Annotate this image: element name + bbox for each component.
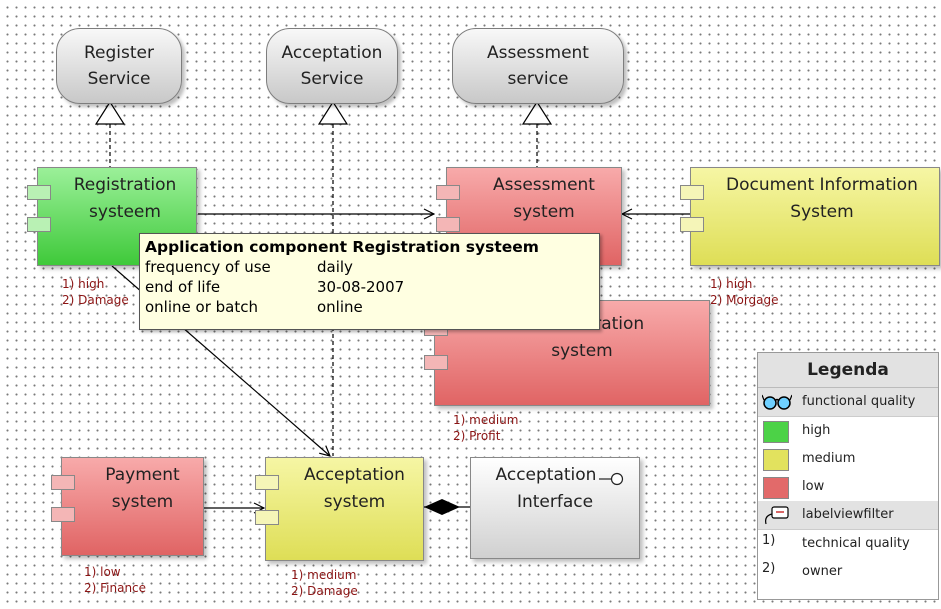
acceptation-system-component[interactable]: Acceptation system bbox=[255, 457, 424, 561]
realization-arrowhead-acceptation bbox=[317, 100, 349, 125]
legend-title: Legenda bbox=[758, 353, 938, 388]
legend-swatch-high bbox=[763, 421, 789, 443]
legend-low-row: low bbox=[758, 473, 938, 501]
label-owner: 2) Damage bbox=[62, 293, 129, 307]
legend-panel: Legenda functional quality high medium l… bbox=[757, 352, 939, 600]
payment-line1: Payment bbox=[105, 465, 180, 485]
component-tab-icon bbox=[436, 217, 460, 232]
register-service[interactable]: Register Service bbox=[56, 28, 182, 104]
register-service-line2: Service bbox=[87, 69, 151, 89]
component-tab-icon bbox=[27, 185, 51, 200]
acceptation-service-line2: Service bbox=[300, 69, 364, 89]
assessment-service-line2: service bbox=[507, 69, 569, 89]
acceptation-line1: Acceptation bbox=[304, 465, 405, 485]
administration-line2: system bbox=[551, 341, 613, 361]
realization-arrowhead-register bbox=[94, 100, 126, 125]
composition-diamond-icon bbox=[424, 499, 460, 515]
acceptation-line2: system bbox=[323, 492, 386, 512]
label-technical-quality: 1) high bbox=[710, 277, 753, 291]
component-tab-icon bbox=[436, 185, 460, 200]
document-information-system-component[interactable]: Document Information System bbox=[680, 167, 940, 266]
component-tab-icon bbox=[27, 217, 51, 232]
registration-line1: Registration bbox=[73, 175, 177, 195]
component-tab-icon bbox=[680, 185, 704, 200]
tooltip-key: frequency of use bbox=[145, 258, 271, 276]
legend-owner-row: 2) owner bbox=[758, 558, 938, 586]
label-tag-icon bbox=[765, 506, 789, 525]
assessment-service[interactable]: Assessment service bbox=[452, 28, 624, 104]
administration-labels: 1) medium 2) Profit bbox=[453, 412, 518, 444]
legend-low: low bbox=[802, 479, 825, 494]
component-tooltip: Application component Registration syste… bbox=[139, 233, 600, 330]
tooltip-row: online or batch online bbox=[145, 297, 599, 317]
label-owner: 2) Damage bbox=[291, 584, 358, 598]
label-technical-quality: 1) medium bbox=[453, 413, 519, 427]
legend-medium: medium bbox=[802, 451, 856, 466]
legend-swatch-low bbox=[763, 477, 789, 499]
label-technical-quality: 1) medium bbox=[291, 568, 357, 582]
document-line2: System bbox=[790, 202, 854, 222]
tooltip-row: end of life 30-08-2007 bbox=[145, 277, 599, 297]
payment-line2: system bbox=[111, 492, 174, 512]
registration-line2: systeem bbox=[89, 202, 161, 222]
legend-high: high bbox=[802, 423, 831, 438]
realization-arrowhead-assessment bbox=[521, 100, 553, 125]
legend-marker-2: 2) bbox=[762, 561, 776, 576]
legend-functional-quality: functional quality bbox=[802, 394, 916, 409]
tooltip-value: online bbox=[317, 298, 363, 316]
document-labels: 1) high 2) Morgage bbox=[710, 276, 779, 308]
label-technical-quality: 1) high bbox=[62, 277, 105, 291]
tooltip-row: frequency of use daily bbox=[145, 257, 599, 277]
legend-technical-quality-row: 1) technical quality bbox=[758, 530, 938, 558]
legend-owner: owner bbox=[802, 564, 843, 579]
acceptation-labels: 1) medium 2) Damage bbox=[291, 567, 358, 599]
component-tab-icon bbox=[680, 217, 704, 232]
payment-system-component[interactable]: Payment system bbox=[51, 457, 204, 556]
component-tab-icon bbox=[255, 475, 279, 490]
registration-labels: 1) high 2) Damage bbox=[62, 276, 129, 308]
legend-labelviewfilter: labelviewfilter bbox=[802, 507, 894, 522]
label-technical-quality: 1) low bbox=[84, 565, 121, 579]
acceptation-service[interactable]: Acceptation Service bbox=[266, 28, 398, 104]
acceptation-service-line1: Acceptation bbox=[281, 43, 383, 63]
glasses-icon bbox=[762, 394, 792, 410]
assessment-line2: system bbox=[513, 202, 575, 222]
document-line1: Document Information bbox=[726, 175, 918, 195]
legend-labelviewfilter-header: labelviewfilter bbox=[758, 501, 938, 530]
tooltip-key: end of life bbox=[145, 278, 221, 296]
interface-line1: Acceptation bbox=[495, 465, 597, 485]
tooltip-value: 30-08-2007 bbox=[317, 278, 405, 296]
legend-functional-quality-header: functional quality bbox=[758, 388, 938, 417]
component-tab-icon bbox=[255, 510, 279, 525]
legend-high-row: high bbox=[758, 417, 938, 445]
component-tab-icon bbox=[424, 355, 448, 370]
component-tab-icon bbox=[51, 507, 75, 522]
payment-labels: 1) low 2) Finance bbox=[84, 564, 146, 596]
assessment-service-line1: Assessment bbox=[487, 43, 589, 63]
label-owner: 2) Finance bbox=[84, 581, 147, 595]
tooltip-key: online or batch bbox=[145, 298, 258, 316]
tooltip-value: daily bbox=[317, 258, 353, 276]
legend-swatch-medium bbox=[763, 449, 789, 471]
assessment-line1: Assessment bbox=[493, 175, 595, 195]
tooltip-title: Application component Registration syste… bbox=[145, 238, 539, 256]
legend-medium-row: medium bbox=[758, 445, 938, 473]
component-tab-icon bbox=[51, 475, 75, 490]
lollipop-interface-icon bbox=[599, 472, 624, 486]
legend-marker-1: 1) bbox=[762, 533, 776, 548]
acceptation-interface[interactable]: Acceptation Interface bbox=[470, 457, 640, 559]
register-service-line1: Register bbox=[84, 43, 154, 63]
label-owner: 2) Profit bbox=[453, 429, 501, 443]
interface-line2: Interface bbox=[516, 492, 594, 512]
legend-technical-quality: technical quality bbox=[802, 536, 910, 551]
label-owner: 2) Morgage bbox=[710, 293, 779, 307]
